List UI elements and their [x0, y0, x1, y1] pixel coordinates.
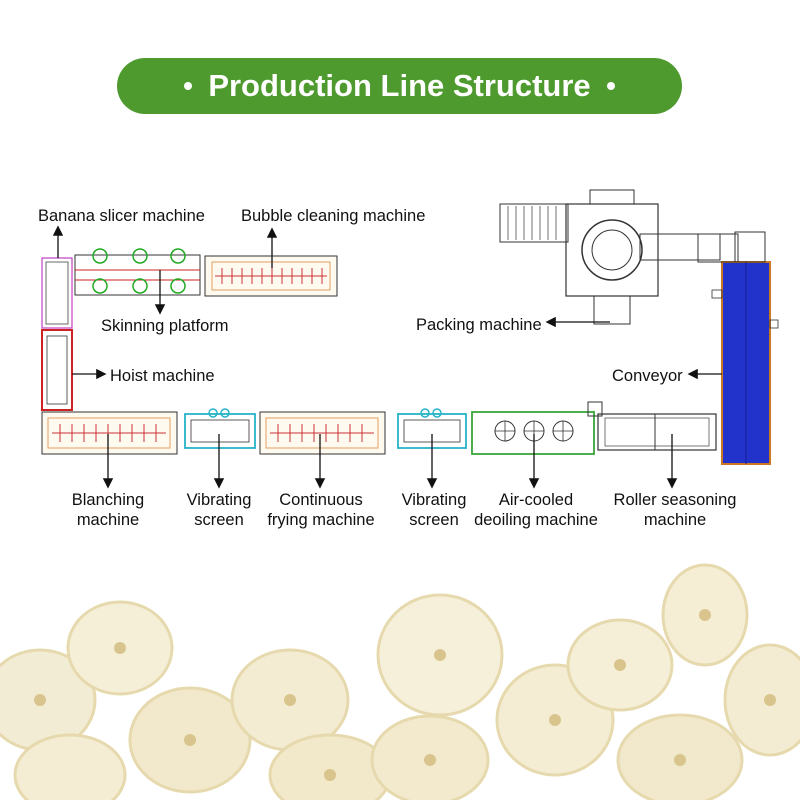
title-banner: Production Line Structure	[117, 58, 682, 114]
label-continuous-frying-line2: frying machine	[267, 511, 375, 529]
label-blanching-line1: Blanching	[71, 491, 145, 509]
bullet-right	[606, 82, 615, 90]
packing-machine-drawing	[499, 189, 766, 325]
label-vibrating-screen-2-line1: Vibrating	[401, 491, 467, 509]
label-vibrating-screen-1-line1: Vibrating	[186, 491, 252, 509]
label-blanching: Blanching machine	[58, 490, 158, 530]
label-continuous-frying-line1: Continuous	[279, 491, 363, 509]
banana-chips-image	[0, 563, 800, 800]
label-roller-seasoning: Roller seasoning machine	[605, 490, 745, 530]
label-air-cooled-line1: Air-cooled	[498, 491, 574, 509]
continuous-frying-drawing	[259, 411, 386, 455]
label-vibrating-screen-1: Vibrating screen	[179, 490, 259, 530]
label-roller-seasoning-line1: Roller seasoning	[613, 491, 737, 509]
vibrating-screen-1-drawing	[184, 408, 256, 449]
label-roller-seasoning-line2: machine	[643, 511, 707, 529]
conveyor-drawing	[711, 261, 779, 465]
page-title: Production Line Structure	[208, 68, 591, 103]
bullet-left	[184, 82, 193, 90]
banana-slicer-drawing	[41, 257, 73, 329]
label-banana-slicer: Banana slicer machine	[38, 207, 205, 225]
label-air-cooled-line2: deoiling machine	[474, 511, 598, 529]
blanching-drawing	[41, 411, 178, 455]
label-continuous-frying: Continuous frying machine	[260, 490, 382, 530]
callout-arrows	[52, 225, 722, 489]
roller-seasoning-drawing	[587, 401, 717, 451]
label-vibrating-screen-2-line2: screen	[409, 511, 459, 529]
label-conveyor: Conveyor	[612, 367, 683, 385]
label-skinning-platform: Skinning platform	[101, 317, 229, 335]
air-cooled-deoiling-drawing	[471, 411, 595, 455]
hoist-drawing	[41, 329, 73, 411]
label-bubble-cleaning: Bubble cleaning machine	[241, 207, 426, 225]
label-hoist: Hoist machine	[110, 367, 215, 385]
label-air-cooled: Air-cooled deoiling machine	[470, 490, 602, 530]
label-packing: Packing machine	[416, 316, 542, 334]
label-vibrating-screen-2: Vibrating screen	[394, 490, 474, 530]
label-vibrating-screen-1-line2: screen	[194, 511, 244, 529]
skinning-platform-drawing	[74, 248, 201, 296]
bubble-cleaning-drawing	[204, 255, 338, 297]
label-blanching-line2: machine	[76, 511, 140, 529]
